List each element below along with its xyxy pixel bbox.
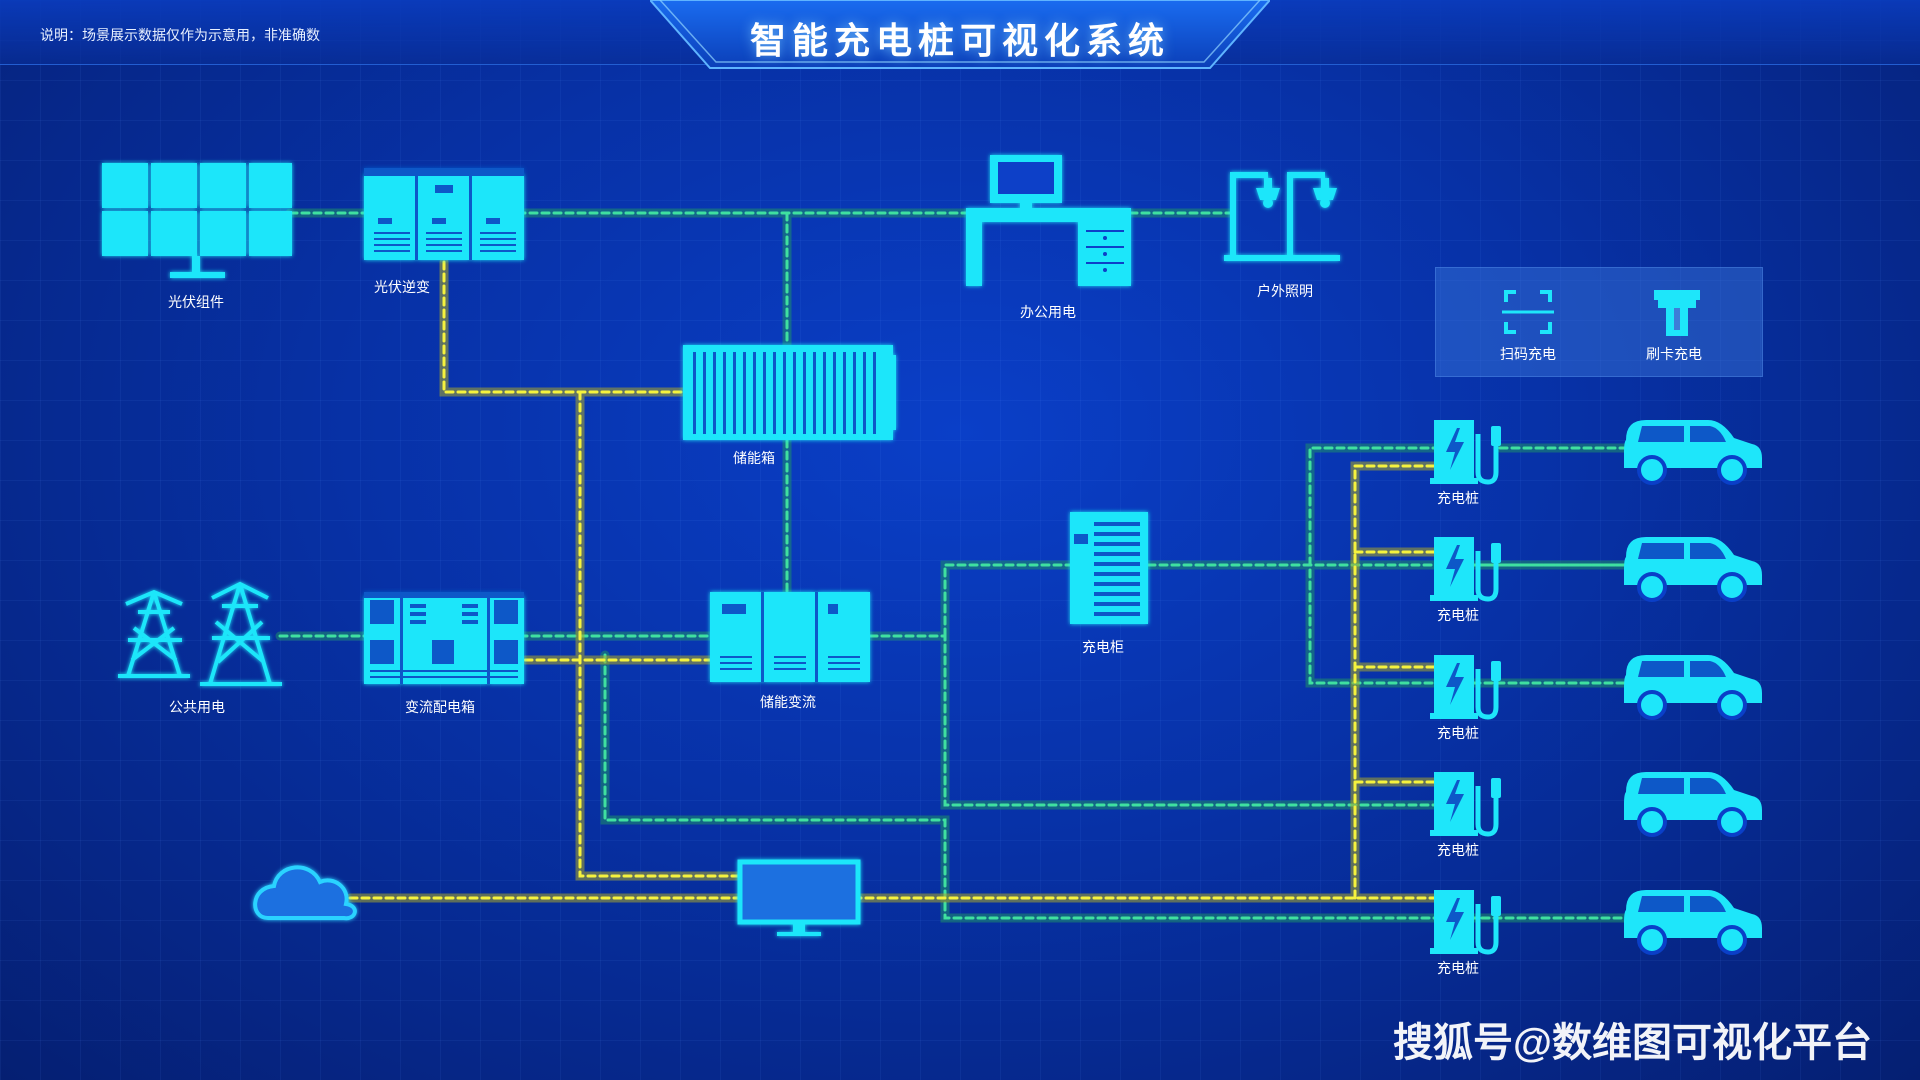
yellow-power-lines (345, 257, 1445, 903)
charging-pile-label: 充电桩 (1437, 725, 1479, 741)
card-swipe-icon (1654, 290, 1700, 336)
charging-pile-icon (1430, 420, 1501, 485)
charge-mode-panel (1435, 267, 1763, 377)
pv-modules-label: 光伏组件 (168, 294, 224, 310)
electric-car-icon (1624, 420, 1762, 485)
charging-pile-label: 充电桩 (1437, 490, 1479, 506)
pv-inverter-icon (364, 168, 524, 260)
storage-converter-icon (710, 592, 870, 682)
charging-pile-icon (1430, 537, 1501, 602)
office-desk-icon (966, 155, 1131, 286)
charging-pile-label: 充电桩 (1437, 960, 1479, 976)
solar-panel-icon (102, 163, 292, 278)
charging-pile-icon (1430, 772, 1501, 837)
electric-car-icon (1624, 537, 1762, 602)
green-power-lines (275, 208, 1635, 923)
scan-charge-label[interactable]: 扫码充电 (1500, 346, 1556, 362)
ac-distribution-box-label: 变流配电箱 (405, 699, 475, 715)
watermark: 搜狐号@数维图可视化平台 (1392, 1021, 1872, 1065)
storage-converter-label: 储能变流 (760, 694, 816, 710)
charging-pile-icon (1430, 890, 1501, 955)
disclaimer-note: 说明：场景展示数据仅作为示意用，非准确数 (40, 27, 320, 43)
charging-cabinet-icon (1070, 512, 1148, 624)
charging-pile-icon (1430, 655, 1501, 720)
charging-cabinet-label: 充电柜 (1082, 639, 1124, 655)
qr-scan-icon (1502, 290, 1554, 334)
electric-car-icon (1624, 655, 1762, 720)
monitor-icon (737, 859, 861, 936)
energy-storage-box-icon (683, 345, 896, 440)
charging-pile-label: 充电桩 (1437, 842, 1479, 858)
street-light-icon (1224, 172, 1340, 261)
card-charge-label[interactable]: 刷卡充电 (1646, 346, 1702, 362)
electric-car-icon (1624, 890, 1762, 955)
charging-pile-label: 充电桩 (1437, 607, 1479, 623)
transmission-tower-icon (118, 581, 282, 686)
ac-distribution-box-icon (364, 592, 524, 684)
cloud-icon (253, 865, 357, 921)
storage-box-label: 储能箱 (733, 450, 775, 466)
outdoor-lighting-label: 户外照明 (1257, 283, 1313, 299)
public-power-label: 公共用电 (169, 699, 225, 715)
pv-inverter-label: 光伏逆变 (374, 279, 430, 295)
electric-car-icon (1624, 772, 1762, 837)
office-power-label: 办公用电 (1020, 304, 1076, 320)
page-title: 智能充电桩可视化系统 (749, 20, 1170, 61)
title-plate (650, 0, 1270, 69)
